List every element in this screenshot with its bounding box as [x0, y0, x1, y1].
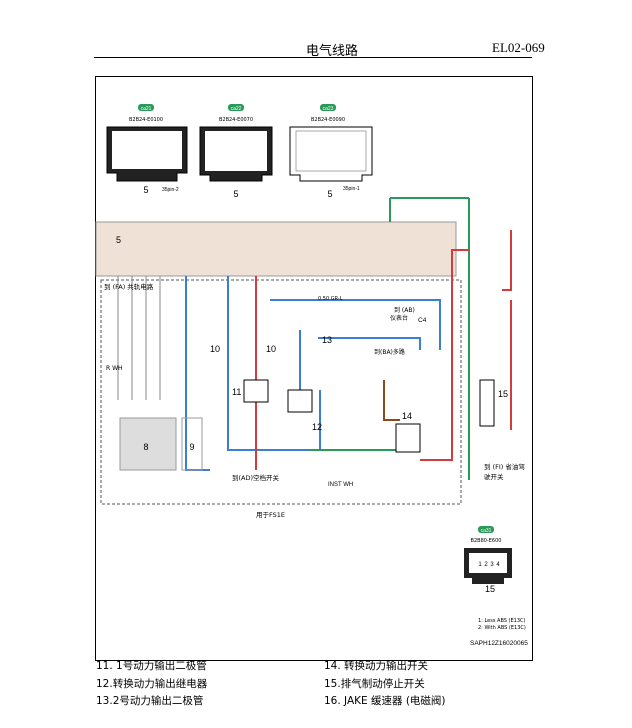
diagram-frame	[95, 76, 533, 661]
svg-text:到(BA)多路: 到(BA)多路	[374, 348, 405, 356]
page-code: EL02-069	[492, 40, 545, 55]
page-title: 电气线路	[306, 44, 359, 59]
svg-text:35pin-1: 35pin-1	[343, 186, 360, 192]
svg-text:10: 10	[266, 344, 276, 354]
svg-text:11: 11	[232, 387, 241, 397]
component-15	[479, 379, 495, 427]
connector-ca31: ca31 B2B80-E600 15 1 2 3 4	[464, 526, 512, 594]
svg-text:SAPH12Z16020065: SAPH12Z16020065	[470, 640, 528, 647]
connector-tag: ca21	[141, 106, 152, 112]
svg-text:3: 3	[490, 562, 494, 568]
connector-part: B2B24-E0100	[129, 117, 163, 123]
svg-text:到 (FI) 省油驾: 到 (FI) 省油驾	[484, 462, 525, 471]
svg-text:15: 15	[498, 389, 508, 399]
svg-text:用于FS1E: 用于FS1E	[256, 511, 285, 519]
connector-ca21: ca21 B2B24-E0100 5 35pin-2	[106, 104, 188, 195]
svg-text:B2B24-E0090: B2B24-E0090	[311, 117, 345, 123]
legend-item: 11. 1号动力输出二极管	[96, 660, 207, 672]
svg-text:2: 2	[484, 562, 488, 568]
svg-text:R WH: R WH	[106, 365, 123, 372]
connector-pins: 35pin-2	[162, 187, 179, 193]
legend-item: 14. 转换动力输出开关	[324, 660, 429, 672]
svg-text:ca22: ca22	[231, 106, 242, 112]
header-rule	[94, 57, 532, 58]
svg-text:8: 8	[143, 442, 148, 452]
fs1e-boundary	[100, 279, 462, 505]
svg-text:B2B80-E600: B2B80-E600	[471, 538, 502, 544]
svg-text:ca23: ca23	[323, 106, 334, 112]
svg-text:ca31: ca31	[481, 528, 492, 534]
module-num: 5	[116, 235, 121, 245]
svg-text:到(AD)空档开关: 到(AD)空档开关	[232, 473, 280, 482]
svg-text:仪表台: 仪表台	[390, 314, 408, 322]
svg-text:5: 5	[233, 189, 238, 199]
svg-text:B2B24-E0070: B2B24-E0070	[219, 117, 253, 123]
svg-text:到 (AB): 到 (AB)	[394, 307, 415, 314]
connector-ca23: ca23 B2B24-E0090 5 35pin-1	[289, 104, 373, 199]
svg-text:INST WH: INST WH	[328, 482, 353, 488]
svg-text:5: 5	[327, 189, 332, 199]
svg-text:2: With ABS (E13C): 2: With ABS (E13C)	[478, 625, 526, 631]
legend-item: 15.排气制动停止开关	[324, 678, 425, 690]
svg-text:0.50 GR-L: 0.50 GR-L	[318, 296, 343, 302]
svg-text:1: Less ABS (E13C): 1: Less ABS (E13C)	[478, 618, 526, 624]
legend-item: 16. JAKE 缓速器 (电磁阀)	[324, 695, 446, 707]
svg-text:9: 9	[189, 442, 194, 452]
connector-ca22: ca22 B2B24-E0070 5	[199, 104, 273, 199]
svg-text:1: 1	[478, 562, 482, 568]
component-8	[119, 417, 177, 471]
svg-text:13: 13	[322, 335, 332, 345]
svg-text:14: 14	[402, 411, 412, 421]
svg-text:10: 10	[210, 344, 220, 354]
svg-text:C4: C4	[418, 317, 427, 324]
component-9	[181, 417, 203, 471]
component-12	[287, 389, 313, 413]
ecu-module	[95, 221, 457, 277]
component-11	[243, 379, 269, 403]
svg-text:4: 4	[496, 562, 500, 568]
component-14	[395, 423, 421, 453]
svg-text:驶开关: 驶开关	[484, 472, 504, 481]
legend-item: 13.2号动力输出二极管	[96, 695, 204, 707]
svg-text:12: 12	[312, 422, 322, 432]
svg-text:15: 15	[485, 584, 495, 594]
legend-item: 12.转换动力输出继电器	[96, 678, 208, 690]
connector-num: 5	[143, 185, 148, 195]
svg-text:到 (FA) 共轨电路: 到 (FA) 共轨电路	[104, 282, 154, 291]
